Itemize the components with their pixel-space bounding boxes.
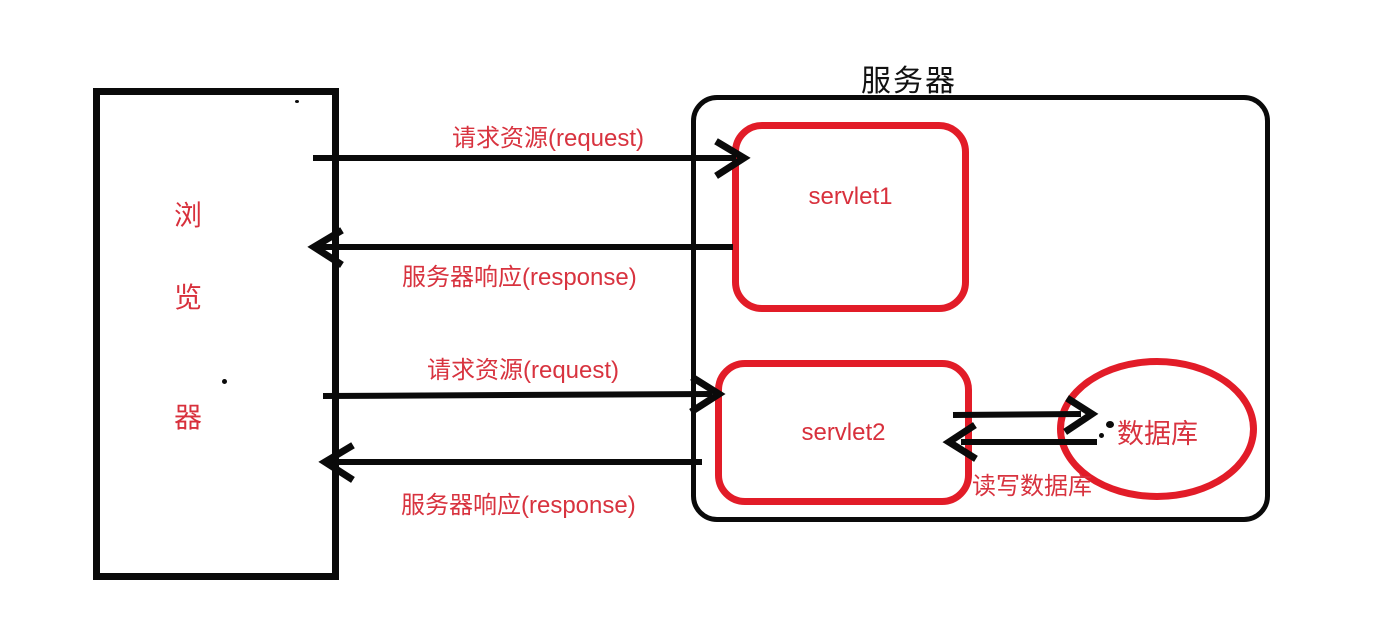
database-label: 数据库 [1117, 419, 1198, 449]
browser-label-char-2: 览 [173, 282, 202, 313]
db-readwrite-label: 读写数据库 [972, 473, 1092, 500]
arrow-shaft [322, 391, 713, 399]
servlet2-label: servlet2 [801, 418, 886, 446]
response2-arrow [318, 442, 702, 483]
browser-label-char-3: 器 [173, 402, 202, 433]
servlet1-label: servlet1 [808, 183, 893, 210]
ink-dot [1099, 433, 1104, 438]
response2-label: 服务器响应(response) [401, 492, 636, 519]
browser-box [93, 88, 339, 580]
ink-dot [1106, 421, 1114, 428]
response1-label: 服务器响应(response) [402, 264, 637, 291]
ink-dot [222, 379, 227, 384]
request1-label: 请求资源(request) [452, 125, 645, 152]
database-ellipse [1057, 358, 1257, 500]
servlet2-box: servlet2 [715, 360, 972, 505]
browser-label-char-1: 浏 [173, 200, 202, 231]
request2-label: 请求资源(request) [427, 357, 620, 384]
server-title: 服务器 [861, 65, 957, 98]
servlet1-box: servlet1 [732, 122, 969, 312]
ink-dot [295, 100, 299, 103]
